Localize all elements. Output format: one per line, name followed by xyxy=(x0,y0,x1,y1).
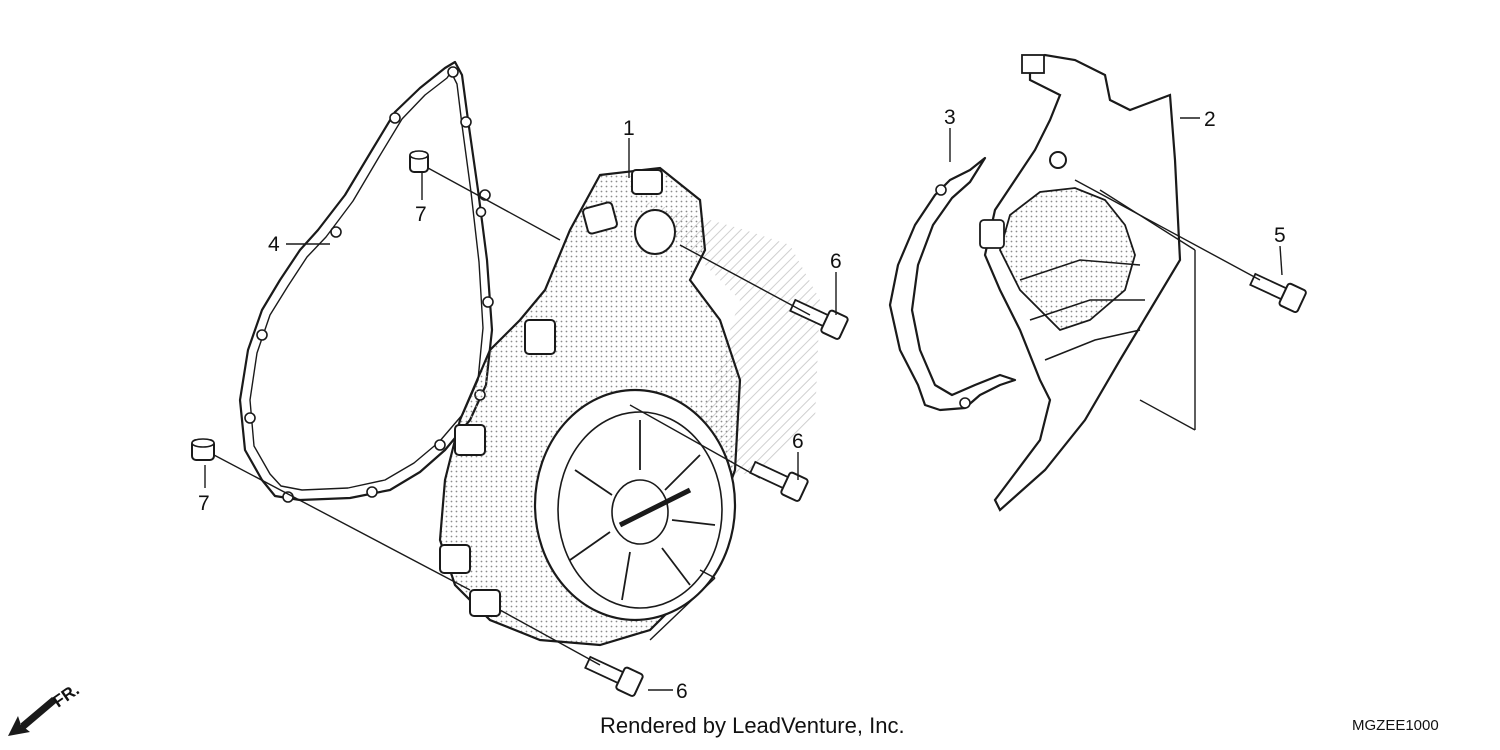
sprocket-cover xyxy=(979,53,1182,512)
cover-seal xyxy=(888,156,1017,412)
rendered-by-credit: Rendered by LeadVenture, Inc. xyxy=(600,713,905,738)
callout-2: 2 xyxy=(1204,108,1216,131)
front-arrow-icon xyxy=(8,697,57,736)
callout-4: 4 xyxy=(268,233,280,256)
callout-6-middle: 6 xyxy=(792,430,804,453)
generator-cover xyxy=(438,166,820,647)
callout-1: 1 xyxy=(623,117,635,140)
callout-5: 5 xyxy=(1274,224,1286,247)
gasket xyxy=(238,60,494,503)
bolt-sprocket-cover xyxy=(1249,272,1307,314)
bolt-middle xyxy=(749,460,809,502)
callout-6-lower: 6 xyxy=(676,680,688,703)
dowel-pin-upper xyxy=(409,150,429,173)
leader-lines xyxy=(204,117,1283,691)
callout-7-lower: 7 xyxy=(198,492,210,515)
callout-3: 3 xyxy=(944,106,956,129)
bolt-lower xyxy=(584,655,644,697)
callout-6-upper: 6 xyxy=(830,250,842,273)
callout-7-upper: 7 xyxy=(415,203,427,226)
diagram-code: MGZEE1000 xyxy=(1352,717,1439,734)
front-label: FR. xyxy=(49,680,82,711)
dowel-pin-lower xyxy=(191,438,215,461)
